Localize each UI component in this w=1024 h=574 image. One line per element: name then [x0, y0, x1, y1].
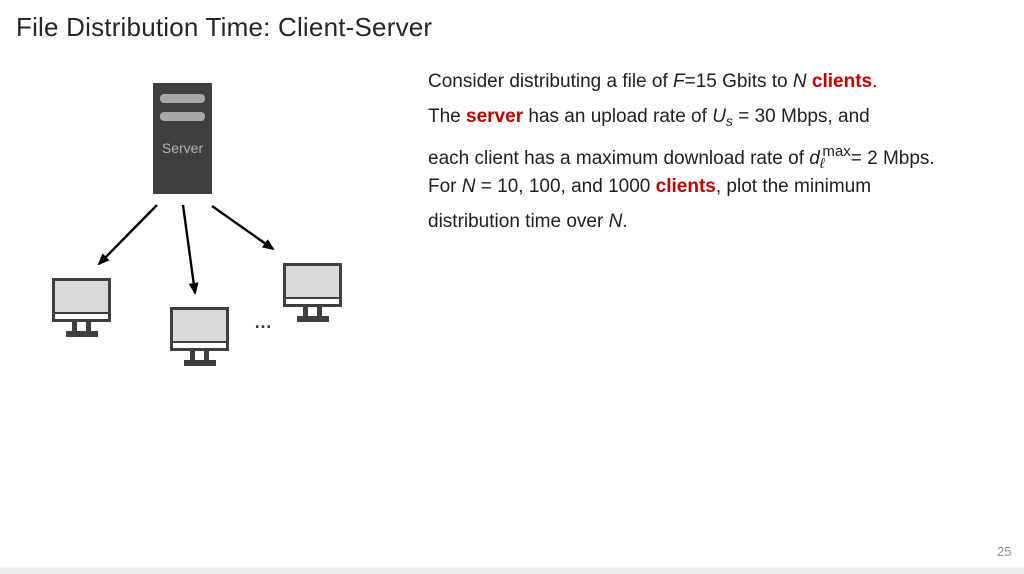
client-computer-icon	[52, 278, 111, 337]
problem-line-1: Consider distributing a file of F=15 Gbi…	[428, 71, 878, 92]
monitor-base	[183, 360, 216, 366]
monitor-stand	[190, 351, 209, 360]
client-computer-icon	[170, 307, 229, 366]
monitor-base	[65, 331, 98, 337]
ellipsis-more-clients: …	[254, 312, 274, 332]
page-number: 25	[997, 544, 1012, 559]
problem-statement: Consider distributing a file of F=15 Gbi…	[428, 64, 1024, 239]
monitor-base	[296, 316, 329, 322]
problem-line-3: each client has a maximum download rate …	[428, 143, 935, 171]
monitor-stand	[303, 307, 322, 316]
monitor-bezel	[55, 312, 108, 319]
slide-title: File Distribution Time: Client-Server	[16, 12, 433, 42]
monitor-bezel	[173, 341, 226, 348]
arrow-to-right-client-icon	[211, 205, 275, 251]
problem-line-4: For N = 10, 100, and 1000 clients, plot …	[428, 176, 872, 197]
arrow-to-left-client-icon	[97, 204, 158, 266]
monitor-screen	[52, 278, 111, 322]
monitor-stand	[72, 322, 91, 331]
server-drive-bar-icon	[160, 112, 205, 121]
server-icon: Server	[153, 83, 212, 194]
slide-edge	[0, 567, 1024, 574]
problem-line-2: The server has an upload rate of Us = 30…	[428, 106, 870, 129]
client-computer-icon	[283, 263, 342, 322]
server-drive-bar-icon	[160, 94, 205, 103]
problem-line-5: distribution time over N.	[428, 211, 628, 232]
monitor-bezel	[286, 297, 339, 304]
server-label: Server	[161, 140, 204, 156]
arrow-to-middle-client-icon	[181, 204, 199, 295]
monitor-screen	[170, 307, 229, 351]
monitor-screen	[283, 263, 342, 307]
